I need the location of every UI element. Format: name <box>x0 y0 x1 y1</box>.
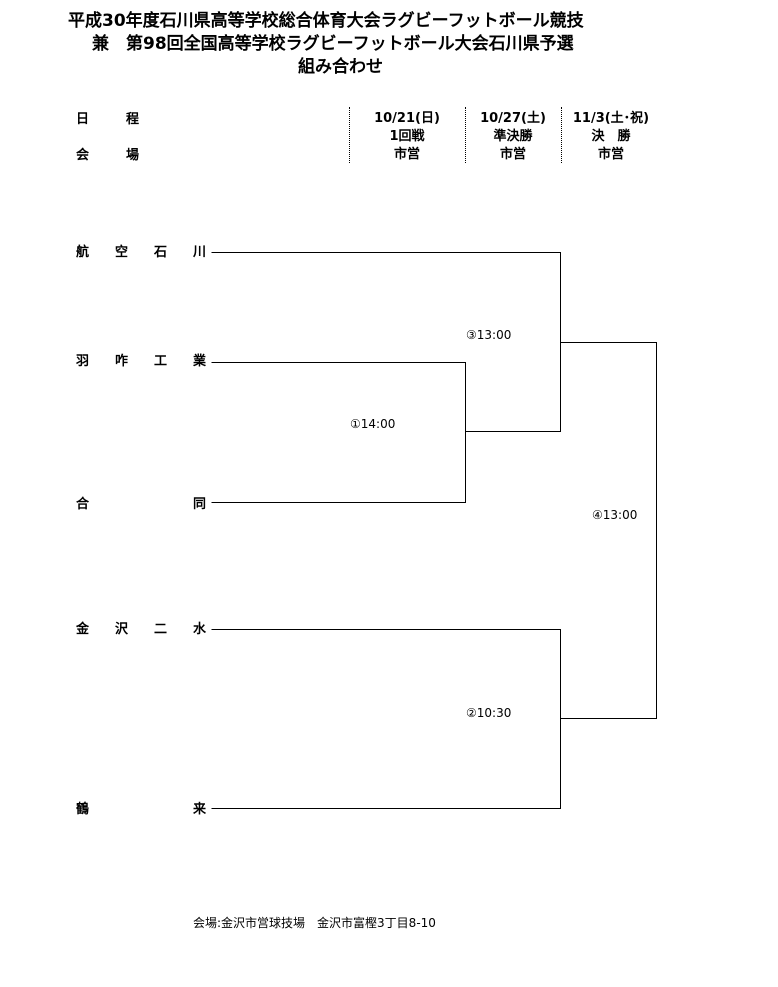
bracket-line-match4 <box>560 342 657 719</box>
team-char: 合 <box>76 497 90 512</box>
match-2-time: ②10:30 <box>466 706 512 720</box>
team-char: 同 <box>193 497 207 512</box>
title-line-3: 組み合わせ <box>298 57 383 77</box>
column-round: 準決勝 <box>493 129 533 144</box>
match-1-time: ①14:00 <box>350 417 396 431</box>
venue-label-char-2: 場 <box>126 148 140 163</box>
column-date: 10/21(日) <box>374 111 440 126</box>
column-venue: 市営 <box>499 147 526 162</box>
match-3-time: ③13:00 <box>466 328 512 342</box>
column-date: 11/3(土･祝) <box>572 111 650 126</box>
column-round: 1回戦 <box>389 129 425 144</box>
date-label-char-2: 程 <box>126 112 140 127</box>
venue-footer: 会場:金沢市営球技場 金沢市富樫3丁目8-10 <box>193 916 436 930</box>
team-char: 石 <box>154 245 168 260</box>
column-venue: 市営 <box>597 147 624 162</box>
column-separator <box>349 107 350 163</box>
bracket-line-match1 <box>211 362 466 503</box>
team-char: 工 <box>154 354 168 369</box>
bracket-line-match3 <box>211 252 561 432</box>
team-char: 水 <box>193 622 207 637</box>
schedule-column-semifinal: 10/27(土) 準決勝 市営 <box>467 110 559 164</box>
team-char: 航 <box>76 245 90 260</box>
title-line-2: 兼 第98回全国高等学校ラグビーフットボール大会石川県予選 <box>92 34 574 54</box>
team-char: 来 <box>193 802 207 817</box>
schedule-column-round1: 10/21(日) 1回戦 市営 <box>352 110 462 164</box>
title-line-1: 平成30年度石川県高等学校総合体育大会ラグビーフットボール競技 <box>68 11 584 31</box>
team-char: 二 <box>154 622 168 637</box>
team-char: 川 <box>193 245 207 260</box>
column-venue: 市営 <box>393 147 420 162</box>
date-label-char-1: 日 <box>76 112 90 127</box>
team-char: 羽 <box>76 354 90 369</box>
team-char: 空 <box>115 245 129 260</box>
team-char: 鶴 <box>76 802 90 817</box>
column-separator <box>561 107 562 163</box>
venue-label-char-1: 会 <box>76 148 90 163</box>
match-4-time: ④13:00 <box>592 508 638 522</box>
team-char: 沢 <box>115 622 129 637</box>
team-char: 金 <box>76 622 90 637</box>
column-date: 10/27(土) <box>480 111 546 126</box>
schedule-column-final: 11/3(土･祝) 決 勝 市営 <box>563 110 659 164</box>
column-separator <box>465 107 466 163</box>
team-char: 業 <box>193 354 207 369</box>
column-round: 決 勝 <box>591 129 631 144</box>
team-char: 咋 <box>115 354 129 369</box>
